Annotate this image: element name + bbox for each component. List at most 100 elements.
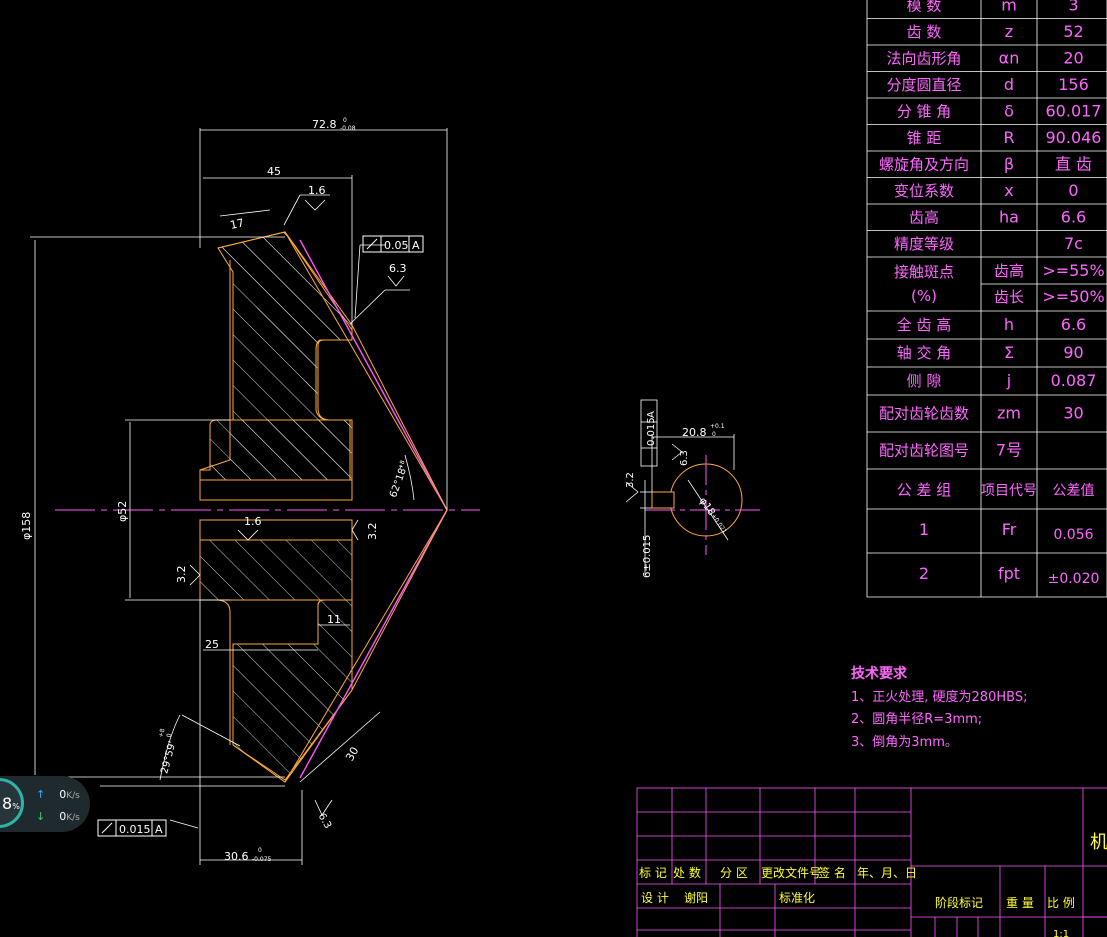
param-symbol: zm	[997, 404, 1021, 423]
dim-overall-tol-dn: -0.08	[340, 125, 356, 132]
param-symbol: 7号	[996, 441, 1022, 460]
param-symbol: ha	[999, 207, 1019, 226]
upper-gear-body	[199, 231, 353, 481]
dim-30-6: 30.6	[224, 850, 249, 863]
tb-count: 处 数	[673, 865, 701, 880]
param-name: 配对齿轮齿数	[879, 405, 969, 423]
roughness-6-3-b: 6.3	[316, 812, 333, 831]
tech-requirements: 技术要求 1、正火处理, 硬度为280HBS; 2、圆角半径R=3mm; 3、倒…	[851, 665, 1027, 750]
param-symbol: z	[1005, 22, 1013, 41]
param-value: 30	[1063, 404, 1083, 423]
param-name: 全 齿 高	[897, 316, 952, 334]
download-arrow-icon: ↓	[36, 810, 46, 823]
dim-25: 25	[205, 638, 219, 651]
tol-code: fpt	[998, 564, 1020, 583]
param-value: 0.087	[1051, 371, 1097, 390]
param-name: 法向齿形角	[886, 49, 961, 67]
tb-mark: 标 记	[639, 866, 667, 880]
param-value: 60.017	[1046, 101, 1102, 120]
contact-length-label: 齿长	[994, 288, 1024, 306]
cpu-percent: 8%	[2, 794, 20, 813]
param-name: 配对齿轮图号	[879, 442, 969, 460]
param-symbol: β	[1004, 154, 1014, 173]
tol-header-group: 公 差 组	[897, 481, 952, 499]
param-name: 锥 距	[907, 129, 942, 147]
network-monitor-widget[interactable]: 8% ↑0K/s ↓0K/s	[0, 776, 90, 832]
param-symbol: x	[1004, 181, 1013, 200]
dim-angle-62-tol: +8	[397, 459, 407, 470]
param-value: 90	[1063, 343, 1083, 362]
param-value: 6.6	[1061, 315, 1086, 334]
param-symbol: Σ	[1004, 343, 1014, 362]
gear-section-view: 0.05 A 0.015 A 72.8 0 -0.08 45 17 1.6 6.…	[20, 117, 480, 865]
tech-item-2: 2、圆角半径R=3mm;	[851, 712, 982, 727]
roughness-3-2-a: 3.2	[366, 523, 379, 541]
tol-header-value: 公差值	[1053, 483, 1095, 499]
param-symbol: R	[1003, 128, 1014, 147]
tb-zone: 分 区	[720, 866, 748, 880]
param-symbol: αn	[999, 48, 1020, 67]
tol-group: 1	[919, 520, 929, 539]
fcf2-val: 0.015	[119, 823, 151, 836]
param-value: 3	[1068, 0, 1078, 14]
tb-ratio: 比 例	[1047, 896, 1075, 910]
contact-name: 接触斑点	[894, 263, 954, 281]
fcf1-datum: A	[412, 239, 420, 252]
param-name: 分 锥 角	[897, 102, 952, 120]
contact-height-label: 齿高	[994, 262, 1024, 280]
tol-value: 0.056	[1053, 527, 1093, 543]
param-name: 轴 交 角	[897, 344, 952, 362]
keyway-slot	[651, 491, 675, 509]
param-name: 齿高	[909, 208, 939, 226]
dim-30-6-dn: -0.075	[252, 856, 272, 863]
tb-standard: 标准化	[779, 891, 815, 905]
tech-item-1: 1、正火处理, 硬度为280HBS;	[851, 689, 1027, 705]
tech-item-3: 3、倒角为3mm。	[851, 735, 958, 750]
param-name: 精度等级	[894, 235, 954, 253]
param-name: 模 数	[907, 0, 942, 14]
dim-overall-tol-up: 0	[343, 117, 347, 124]
param-value: 0	[1068, 181, 1078, 200]
param-name: 侧 隙	[907, 372, 942, 390]
roughness-1-6-b: 1.6	[244, 515, 262, 528]
param-name: 齿 数	[907, 23, 942, 41]
param-symbol: δ	[1004, 101, 1014, 120]
tol-code: Fr	[1002, 520, 1017, 539]
contact-percent: (%)	[911, 287, 937, 305]
roughness-symbols	[189, 199, 405, 816]
dim-angle-29-tol-up: +8	[158, 728, 167, 739]
fcf2-datum: A	[155, 823, 163, 836]
tb-weight: 重 量	[1006, 896, 1034, 910]
keyway-roughness-6-3: 6.3	[679, 450, 690, 466]
param-value: 6.6	[1061, 207, 1086, 226]
tb-designer: 谢阳	[684, 890, 708, 905]
contact-length-value: >=50%	[1042, 287, 1104, 306]
title-block: 标 记 处 数 分 区 更改文件号 签 名 年、月、日 设 计 谢阳 标准化 阶…	[636, 787, 1107, 937]
dimension-lines	[30, 128, 448, 865]
keyway-fcf-val: 0.015	[646, 417, 657, 446]
param-name: 分度圆直径	[886, 76, 961, 94]
keyway-key-dim: 6±0.015	[642, 535, 653, 578]
pitch-cone-upper	[299, 239, 448, 511]
fcf1-val: 0.05	[384, 239, 409, 252]
param-value: 156	[1058, 75, 1089, 94]
bore-upper	[199, 479, 353, 501]
dim-17: 17	[229, 216, 245, 232]
keyway-width: 20.8	[682, 426, 707, 439]
keyway-width-dn: 0	[712, 431, 716, 438]
dim-dia-158: φ158	[20, 512, 33, 540]
param-value: 90.046	[1046, 128, 1102, 147]
bore-lower	[199, 519, 353, 541]
dim-dia-52: φ52	[116, 501, 129, 522]
keyway-fcf-datum: A	[646, 411, 657, 418]
dim-30-6-up: 0	[258, 847, 262, 854]
dim-30: 30	[343, 745, 361, 764]
pitch-cone-lower	[299, 509, 448, 779]
roughness-1-6-a: 1.6	[308, 184, 326, 197]
contact-height-value: >=55%	[1042, 261, 1104, 280]
fcf-lower: 0.015 A	[97, 819, 167, 837]
tb-scale: 1:1	[1053, 929, 1069, 937]
tb-corner: 机	[1090, 832, 1107, 853]
